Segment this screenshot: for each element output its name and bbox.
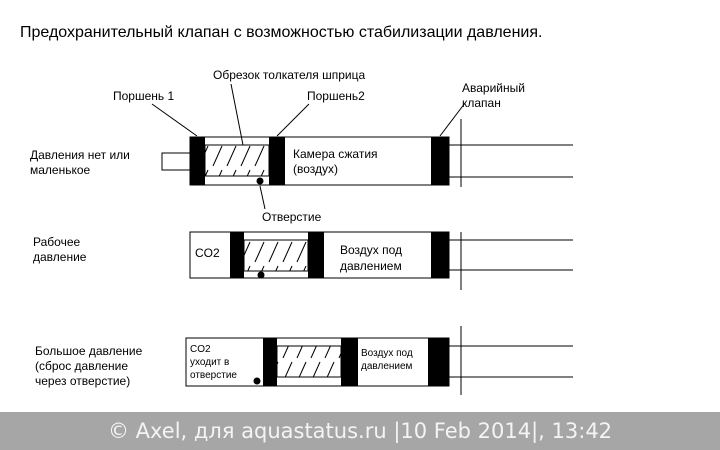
state-3-label-line3: через отверстие) xyxy=(35,374,130,388)
state-3-label-line1: Большое давление xyxy=(35,344,143,358)
state-2-emergency-valve xyxy=(431,232,449,278)
valve-diagram: Предохранительный клапан с возможностью … xyxy=(20,24,573,395)
state-3-assembly: Большое давление (сброс давление через о… xyxy=(35,326,573,395)
state-1-emergency-valve xyxy=(431,137,449,185)
emergency-valve-pointer xyxy=(439,102,466,137)
state-3-syringe-pusher xyxy=(276,345,342,378)
state-1-piston-2 xyxy=(269,137,285,185)
state-2-assembly: Рабочее давление CO2 Воздух под давление… xyxy=(33,231,573,290)
state-3-vent-hole xyxy=(253,377,261,385)
state-3-chamber-line1: Воздух под xyxy=(361,348,413,359)
state-3-chamber-line2: давлением xyxy=(361,361,413,372)
state-2-label-line1: Рабочее xyxy=(33,235,80,249)
state-1-label-line2: маленькое xyxy=(30,163,91,177)
piston-1-label: Поршень 1 xyxy=(113,89,174,103)
emergency-valve-label-line2: клапан xyxy=(462,96,501,110)
state-3-co2-line2: уходит в xyxy=(190,357,229,368)
syringe-pusher-label: Обрезок толкателя шприца xyxy=(213,68,365,82)
state-1-syringe-pusher xyxy=(204,144,270,177)
state-1-piston-1 xyxy=(190,137,205,185)
piston-1-pointer xyxy=(151,103,198,137)
state-2-syringe-pusher xyxy=(243,239,309,272)
hole-pointer xyxy=(259,185,266,210)
state-2-label-line2: давление xyxy=(33,250,87,264)
state-3-co2-line1: CO2 xyxy=(190,344,211,355)
state-3-co2-line3: отверстие xyxy=(190,370,237,381)
piston-2-pointer xyxy=(276,103,310,137)
state-1-chamber-line1: Камера сжатия xyxy=(293,147,378,161)
state-2-piston-1 xyxy=(230,232,244,278)
state-1-label-line1: Давления нет или xyxy=(30,148,130,162)
emergency-valve-label-line1: Аварийный xyxy=(462,81,525,95)
state-2-chamber-line1: Воздух под xyxy=(340,243,402,257)
state-1-pusher-rod xyxy=(161,152,193,171)
state-2-vent-hole xyxy=(257,271,265,279)
state-2-piston-2 xyxy=(308,232,324,278)
syringe-pusher-pointer xyxy=(230,83,244,146)
state-3-label-line2: (сброс давление xyxy=(35,359,128,373)
state-3-piston-2 xyxy=(341,338,358,386)
state-1-assembly: Давления нет или маленькое Камера сжатия… xyxy=(30,119,573,187)
state-1-vent-hole xyxy=(256,177,264,185)
piston-2-label: Поршень2 xyxy=(307,89,365,103)
copyright-footer: © Axel, для aquastatus.ru |10 Feb 2014|,… xyxy=(0,412,720,450)
state-2-co2-label: CO2 xyxy=(195,246,220,260)
diagram-title: Предохранительный клапан с возможностью … xyxy=(20,24,542,41)
state-2-chamber-line2: давлением xyxy=(340,259,402,273)
state-3-emergency-valve xyxy=(428,338,449,386)
state-1-chamber-line2: (воздух) xyxy=(293,162,338,176)
hole-label: Отверстие xyxy=(262,210,322,224)
state-3-piston-1 xyxy=(263,338,277,386)
